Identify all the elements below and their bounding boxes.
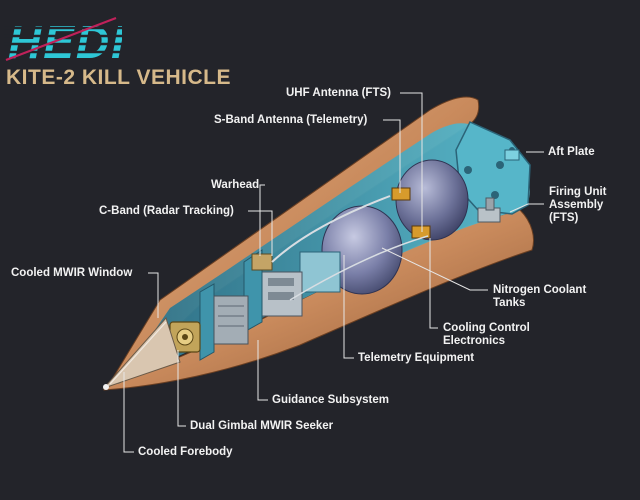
label-nitrogen-line1: Nitrogen Coolant <box>493 284 587 296</box>
warhead-block <box>251 253 273 271</box>
guidance-box <box>213 295 249 345</box>
nitrogen-tank-front <box>321 205 403 295</box>
label-firing-unit-line3: (FTS) <box>549 212 579 224</box>
label-nitrogen-line2: Tanks <box>493 297 526 309</box>
s-band-antenna-pad <box>391 187 411 201</box>
label-s-band-antenna: S-Band Antenna (Telemetry) <box>214 114 368 126</box>
label-uhf-antenna: UHF Antenna (FTS) <box>286 87 391 99</box>
label-c-band: C-Band (Radar Tracking) <box>99 205 234 217</box>
hedi-logo: HEDI <box>4 16 122 66</box>
label-warhead: Warhead <box>211 179 260 191</box>
label-dual-gimbal-seeker: Dual Gimbal MWIR Seeker <box>190 420 334 432</box>
label-cooling-control-line1: Cooling Control <box>443 322 530 334</box>
label-cooled-mwir-window: Cooled MWIR Window <box>11 267 133 279</box>
page-title: KITE-2 KILL VEHICLE <box>6 66 231 89</box>
label-cooling-control-line2: Electronics <box>443 335 505 347</box>
cooling-electronics-box <box>299 251 341 293</box>
label-firing-unit-line2: Assembly <box>549 199 604 211</box>
aft-plate <box>455 121 531 215</box>
label-cooled-forebody: Cooled Forebody <box>138 446 233 458</box>
label-firing-unit-line1: Firing Unit <box>549 186 607 198</box>
label-guidance-subsystem: Guidance Subsystem <box>272 394 389 406</box>
hedi-logo-text: HEDI <box>8 16 122 66</box>
leader-lines <box>123 92 544 453</box>
label-aft-plate: Aft Plate <box>548 146 595 158</box>
label-telemetry-equipment: Telemetry Equipment <box>358 352 475 364</box>
